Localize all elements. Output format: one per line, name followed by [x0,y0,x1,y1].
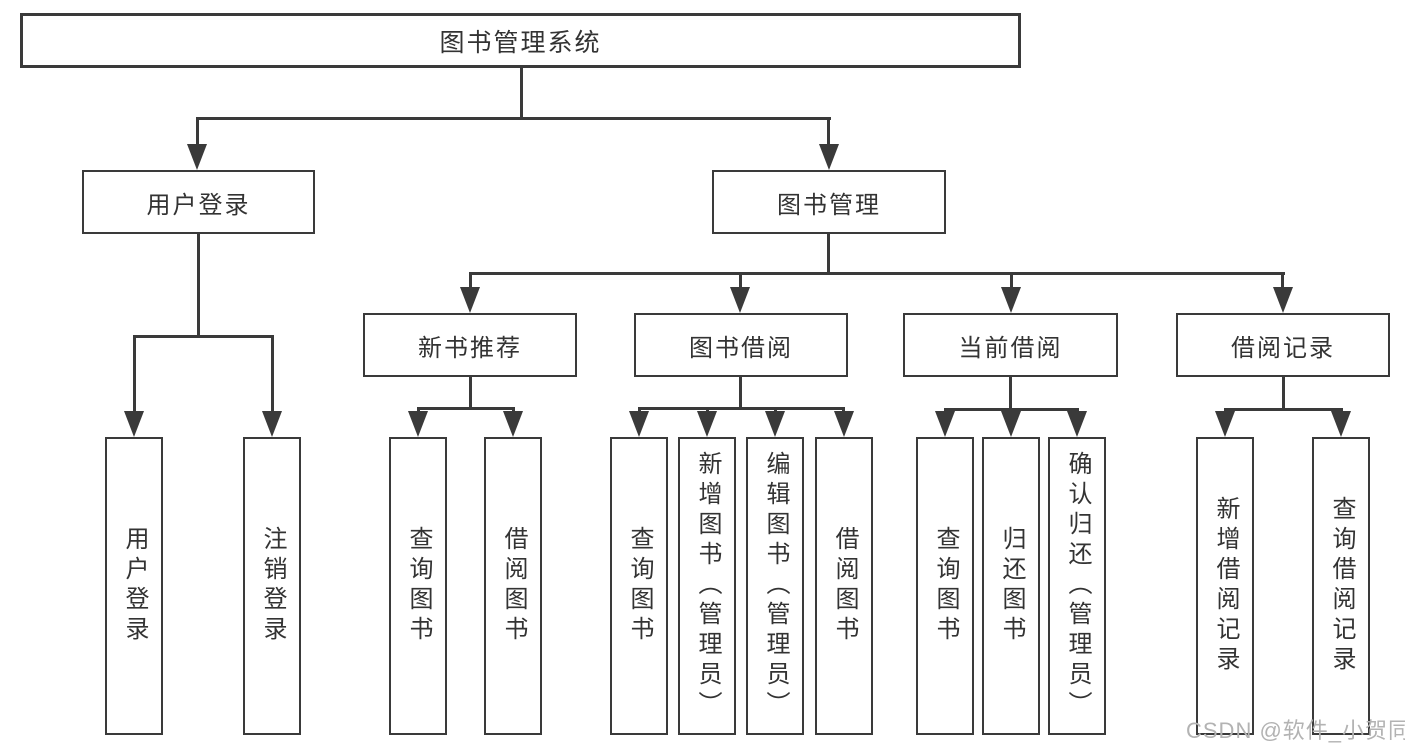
connector-drop-book-management [827,117,830,146]
connector-new-book-split [417,407,515,410]
connector-new-book-trunk [469,377,472,409]
leaf-return-books: 归还图书 [982,437,1040,735]
arrow-to-leaf-icon [1001,411,1021,437]
watermark: CSDN @软件_小贺同学 [1186,718,1405,743]
arrow-to-book-borrow-icon [730,287,750,313]
arrow-to-leaf-icon [408,411,428,437]
node-book-borrow: 图书借阅 [634,313,848,377]
connector-stub [944,408,947,413]
node-root: 图书管理系统 [20,13,1021,68]
connector-stub [512,407,515,413]
leaf-borrow-books: 借阅图书 [815,437,873,735]
arrow-to-leaf-icon [765,411,785,437]
connector-stub [1340,408,1343,413]
node-current-borrow: 当前借阅 [903,313,1118,377]
leaf-user-login: 用户登录 [105,437,163,735]
connector-drop-borrow-records [1281,272,1284,288]
connector-stub [638,407,641,413]
arrow-to-leaf-icon [834,411,854,437]
node-user-login: 用户登录 [82,170,315,234]
arrow-to-leaf-icon [629,411,649,437]
connector-book-borrow-split [638,407,845,410]
connector-stub [1224,408,1227,413]
leaf-confirm-return-admin: 确认归还（管理员） [1048,437,1106,735]
node-book-management: 图书管理 [712,170,946,234]
leaf-edit-books-admin: 编辑图书（管理员） [746,437,804,735]
arrow-to-borrow-records-icon [1273,287,1293,313]
connector-book-management-trunk [827,234,830,275]
connector-root-trunk [520,68,523,118]
leaf-logout: 注销登录 [243,437,301,735]
leaf-query-books: 查询图书 [389,437,447,735]
connector-level3-split [469,272,1285,275]
arrow-to-leaf-icon [697,411,717,437]
connector-user-login-trunk [197,234,200,337]
arrow-to-book-management-icon [819,144,839,170]
connector-drop-book-borrow [739,272,742,288]
arrow-to-leaf-icon [935,411,955,437]
arrow-to-new-book-icon [460,287,480,313]
connector-user-login-split [133,335,274,338]
connector-stub [417,407,420,413]
connector-drop-login-leaf [133,335,136,411]
connector-drop-current-borrow [1010,272,1013,288]
arrow-to-leaf-icon [1215,411,1235,437]
arrow-to-current-borrow-icon [1001,287,1021,313]
connector-stub [842,407,845,413]
connector-drop-user-login [196,117,199,146]
arrow-to-leaf-icon [503,411,523,437]
connector-drop-new-book [469,272,472,288]
leaf-query-borrow-record: 查询借阅记录 [1312,437,1370,735]
connector-drop-logout-leaf [271,335,274,411]
node-borrow-records: 借阅记录 [1176,313,1390,377]
leaf-borrow-books: 借阅图书 [484,437,542,735]
connector-root-split [196,117,831,120]
arrow-to-login-leaf-icon [124,411,144,437]
connector-stub [706,407,709,413]
arrow-to-leaf-icon [1331,411,1351,437]
connector-book-borrow-trunk [739,377,742,409]
leaf-query-books: 查询图书 [610,437,668,735]
connector-borrow-records-trunk [1282,377,1285,409]
leaf-query-books: 查询图书 [916,437,974,735]
connector-stub [1076,408,1079,413]
arrow-to-logout-leaf-icon [262,411,282,437]
connector-stub [774,407,777,413]
leaf-add-books-admin: 新增图书（管理员） [678,437,736,735]
connector-current-borrow-trunk [1009,377,1012,409]
node-new-book-recommend: 新书推荐 [363,313,577,377]
connector-stub [1010,408,1013,413]
arrow-to-leaf-icon [1067,411,1087,437]
connector-borrow-records-split [1224,408,1343,411]
arrow-to-user-login-icon [187,144,207,170]
leaf-add-borrow-record: 新增借阅记录 [1196,437,1254,735]
